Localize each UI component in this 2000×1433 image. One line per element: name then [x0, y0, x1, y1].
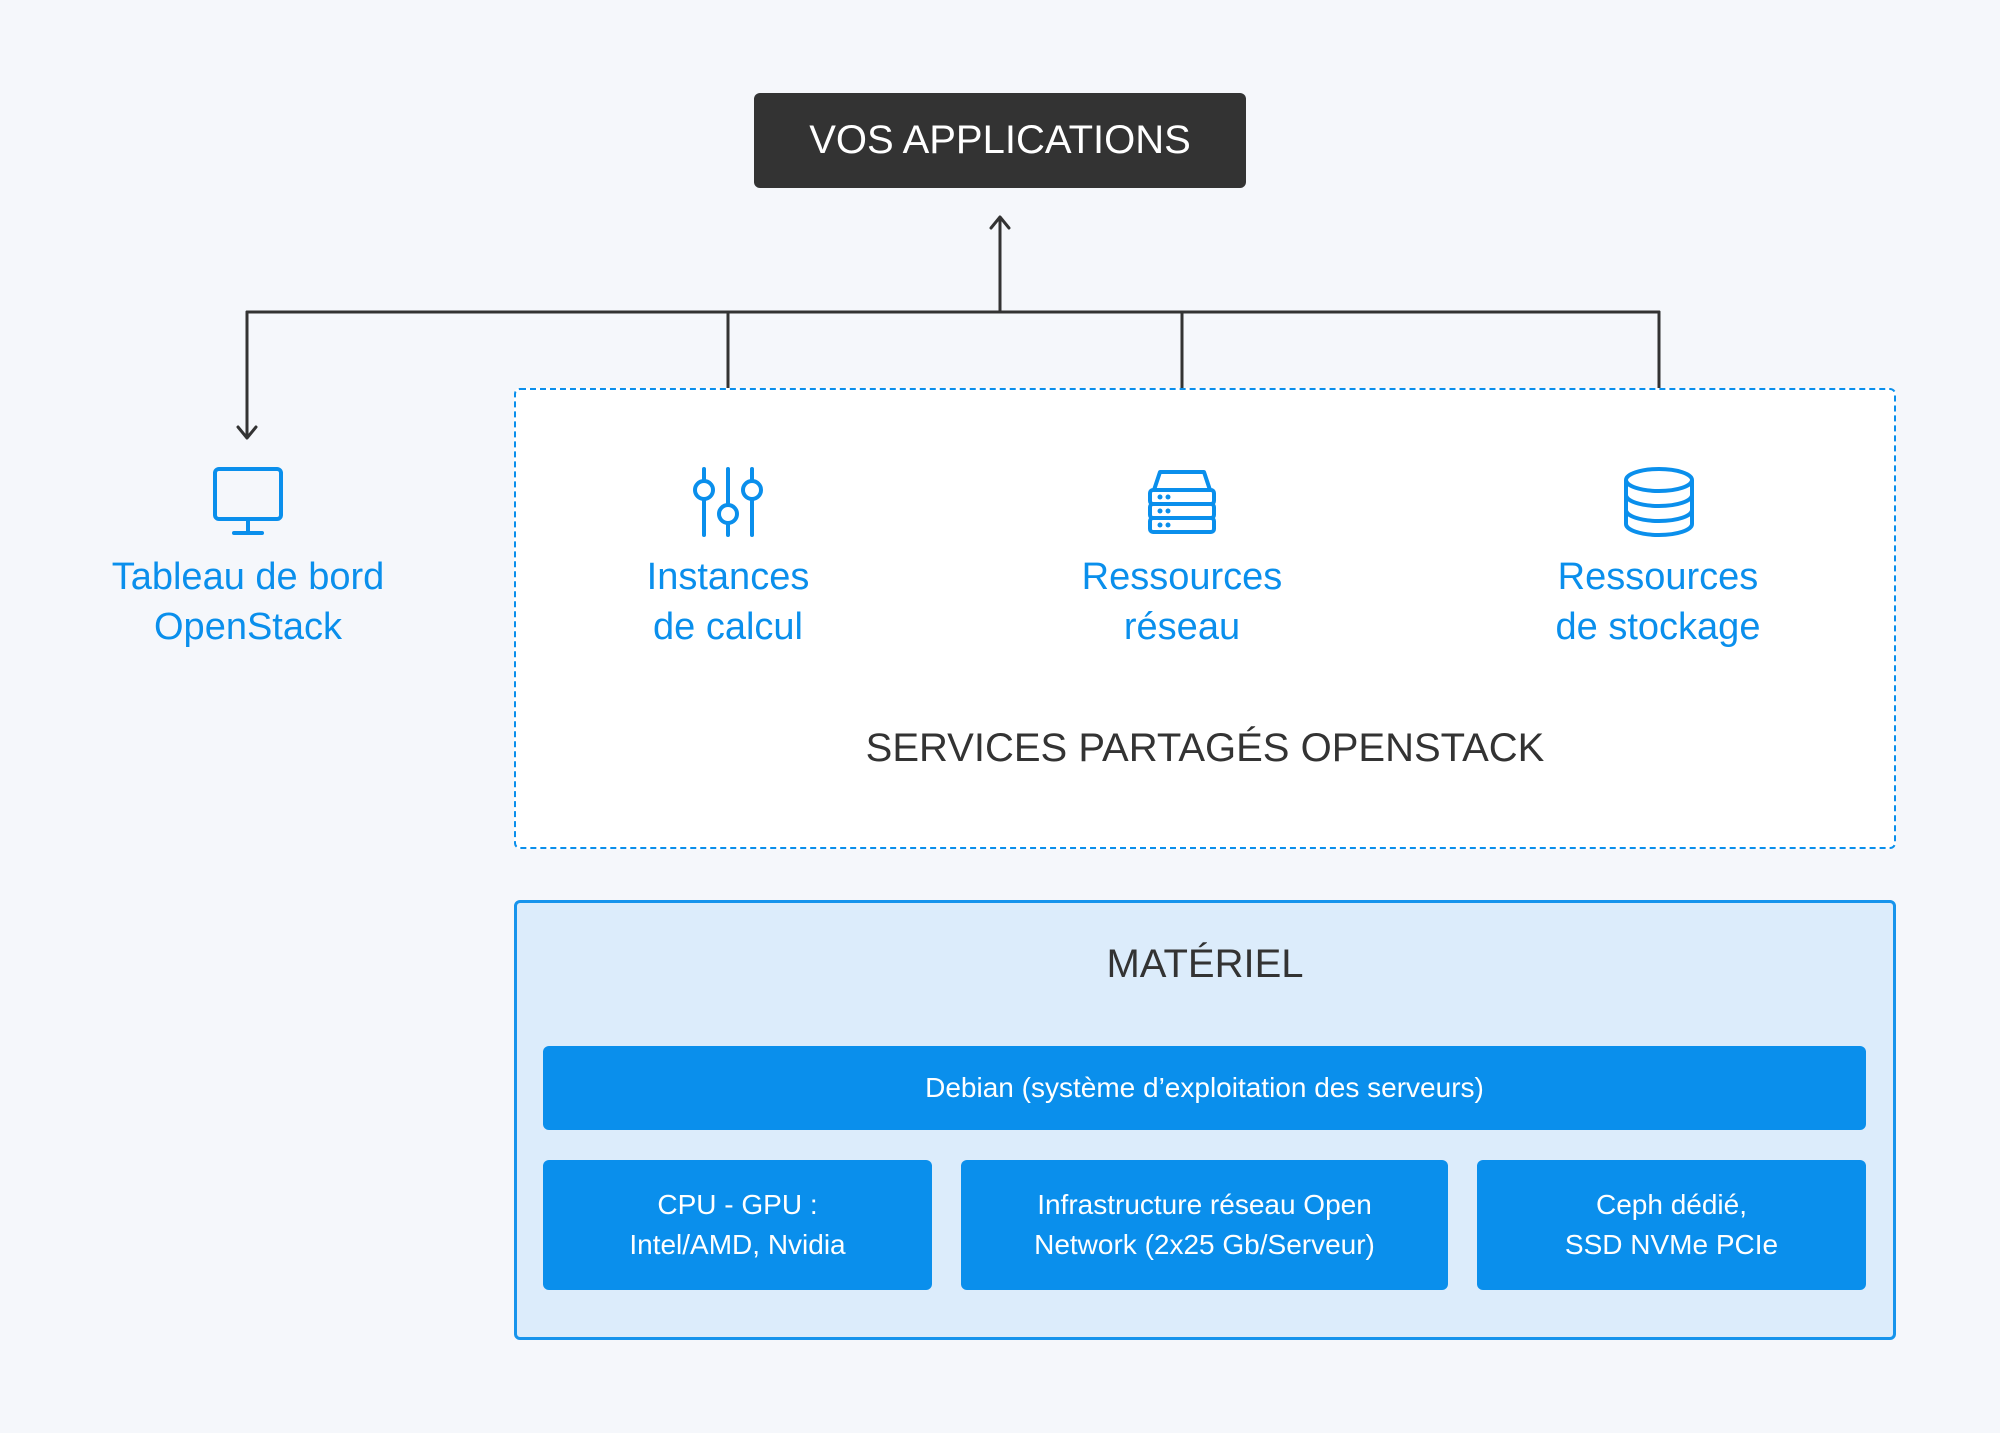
hardware-title: MATÉRIEL: [1106, 942, 1304, 986]
applications-box: VOS APPLICATIONS: [754, 93, 1246, 188]
dashboard-label-line1: Tableau de bord: [111, 556, 385, 598]
hardware-card-cpu-gpu: CPU - GPU : Intel/AMD, Nvidia: [543, 1160, 932, 1290]
dashboard-label-line2: OpenStack: [154, 606, 342, 648]
ceph-line1: Ceph dédié,: [1595, 1189, 1747, 1220]
storage-label-line1: Ressources: [1557, 556, 1759, 598]
monitor-icon: [212, 466, 284, 538]
compute-label-line2: de calcul: [653, 606, 803, 648]
server-rack-icon: [1146, 468, 1218, 536]
hardware-card-network: Infrastructure réseau Open Network (2x25…: [961, 1160, 1448, 1290]
sliders-icon: [690, 466, 766, 538]
os-bar: Debian (système d’exploitation des serve…: [543, 1046, 1866, 1130]
compute-label: Instances de calcul: [538, 552, 918, 652]
dashboard-label: Tableau de bord OpenStack: [58, 552, 438, 652]
storage-label: Ressources de stockage: [1468, 552, 1848, 652]
shared-services-title: SERVICES PARTAGÉS OPENSTACK: [865, 726, 1545, 770]
network-label: Ressources réseau: [992, 552, 1372, 652]
hardware-card-storage: Ceph dédié, SSD NVMe PCIe: [1477, 1160, 1866, 1290]
shared-services-container: [514, 388, 1896, 849]
network-infra-line2: Network (2x25 Gb/Serveur): [1034, 1229, 1375, 1260]
network-infra-line1: Infrastructure réseau Open: [1037, 1189, 1372, 1220]
storage-label-line2: de stockage: [1555, 606, 1761, 648]
database-icon: [1622, 466, 1696, 538]
cpu-gpu-line2: Intel/AMD, Nvidia: [629, 1229, 846, 1260]
compute-label-line1: Instances: [646, 556, 810, 598]
network-label-line1: Ressources: [1081, 556, 1283, 598]
ceph-line2: SSD NVMe PCIe: [1564, 1229, 1779, 1260]
arrow-down-dashboard: [236, 425, 258, 440]
cpu-gpu-line1: CPU - GPU :: [657, 1189, 818, 1220]
os-bar-label: Debian (système d’exploitation des serve…: [925, 1072, 1484, 1103]
arrow-up-apps: [989, 215, 1011, 230]
network-label-line2: réseau: [1123, 606, 1241, 648]
